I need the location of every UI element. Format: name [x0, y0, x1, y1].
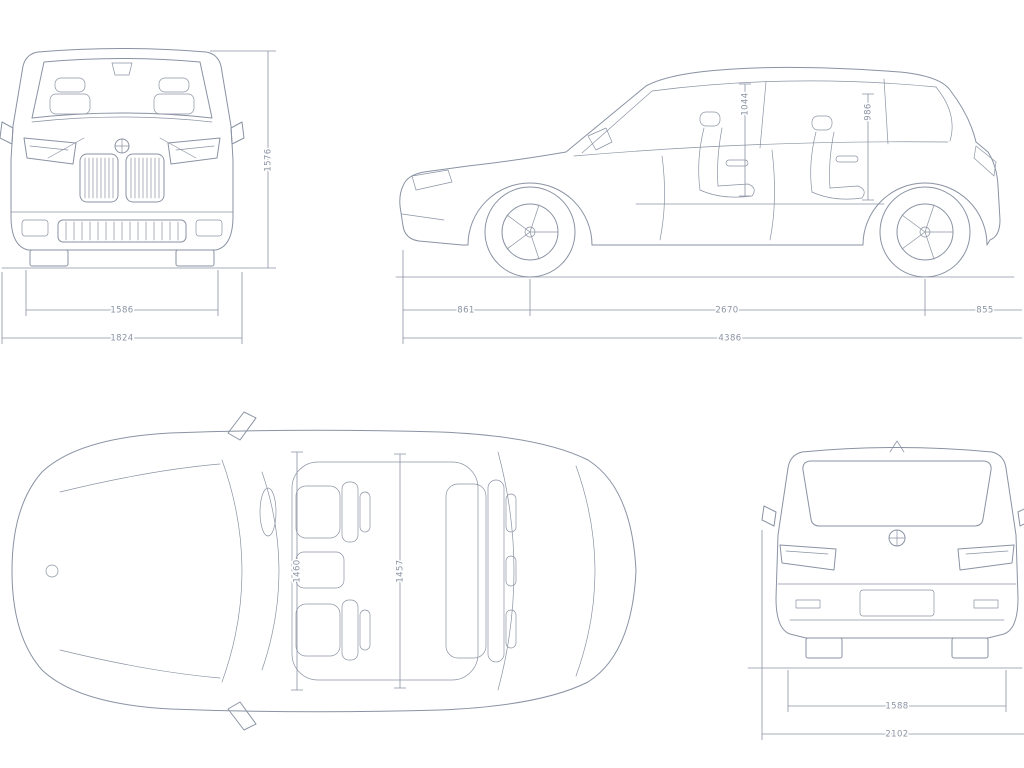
top-front-seat-passenger [295, 599, 371, 661]
dim-label-width: 1824 [110, 334, 133, 344]
front-body-outline [10, 48, 234, 251]
front-wheel [484, 186, 576, 278]
top-view: 1460 1457 [11, 411, 637, 731]
door-mirror-right [230, 121, 245, 145]
top-body-outline [11, 429, 637, 713]
side-headlight [411, 169, 453, 191]
top-front-seat-driver [295, 481, 371, 543]
rearview-mirror [111, 62, 133, 76]
dim-headroom-rear: 986 [862, 93, 875, 201]
kidney-grille [79, 153, 165, 203]
rear-wheels [805, 637, 989, 659]
front-windshield [31, 58, 213, 119]
side-view: 1044 986 861 2670 855 4386 [395, 66, 1022, 345]
rear-mirror-right [1017, 508, 1024, 527]
side-mirror [587, 127, 613, 151]
door-handle-front [725, 159, 749, 167]
top-rear-bench [445, 479, 517, 663]
dim-interior-width-rear: 1457 [394, 453, 407, 689]
taillight-right [957, 544, 1015, 571]
headlight-right [167, 137, 221, 165]
dim-width-incl-mirrors: 2102 [761, 530, 1024, 741]
center-console [295, 551, 345, 589]
dim-front-track: 1586 [25, 270, 219, 317]
side-body-outline [399, 66, 1001, 246]
top-mirror-upper [227, 411, 257, 441]
antenna-fin [889, 440, 905, 453]
rear-mirror-left [761, 505, 777, 527]
dim-label-rear-overhang: 855 [976, 306, 993, 316]
steering-wheel-top [259, 487, 277, 537]
dim-label-interior-width-rear: 1457 [396, 559, 406, 582]
dim-front-height: 1576 [210, 50, 276, 269]
tail-lamp-side [973, 145, 997, 177]
dim-label-width-mirrors: 2102 [885, 730, 908, 740]
front-bumper-intake [21, 219, 223, 243]
reflector-right [973, 599, 999, 609]
dim-interior-width-front: 1460 [291, 451, 304, 691]
dim-label-length: 4386 [718, 334, 741, 344]
dim-label-wheelbase: 2670 [715, 306, 738, 316]
dim-headroom-front: 1044 [739, 83, 752, 197]
rear-window [802, 460, 992, 527]
dim-label-front-overhang: 861 [457, 306, 474, 316]
rear-wheel [879, 186, 971, 278]
dim-side-lengths: 861 2670 855 4386 [402, 250, 1022, 345]
top-mirror-lower [227, 701, 257, 731]
door-handle-rear [835, 155, 859, 163]
dim-label-track-rear: 1588 [885, 702, 908, 712]
front-view: 1576 1586 1824 [0, 48, 276, 345]
dim-label-headroom-front: 1044 [741, 92, 751, 115]
dim-label-height: 1576 [264, 148, 274, 171]
dim-rear-track: 1588 [787, 670, 1007, 713]
bmw-roundel-hood [45, 564, 59, 578]
door-mirror-left [0, 121, 14, 145]
headlight-left [23, 137, 77, 165]
license-plate-recess [859, 589, 935, 617]
bmw-roundel-front [114, 138, 130, 154]
side-front-seat [698, 111, 755, 198]
dim-label-track-front: 1586 [110, 306, 133, 316]
panorama-roof [291, 461, 479, 681]
dim-label-headroom-rear: 986 [864, 103, 874, 120]
taillight-left [779, 544, 837, 571]
dim-front-width: 1824 [1, 272, 243, 345]
rear-view: 1588 2102 [747, 440, 1024, 741]
rear-body-outline [775, 440, 1019, 639]
bmw-roundel-rear [888, 529, 906, 547]
dim-label-interior-width-front: 1460 [293, 559, 303, 582]
front-wheels [29, 249, 215, 267]
reflector-left [795, 599, 821, 609]
side-rear-seat [810, 115, 865, 200]
front-seats-through-glass [49, 77, 195, 115]
